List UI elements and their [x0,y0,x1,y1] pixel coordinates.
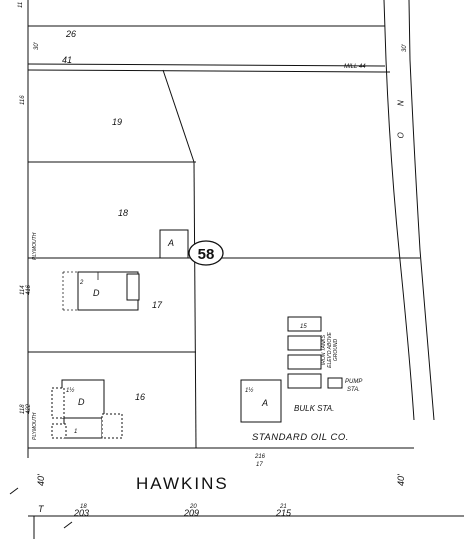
tank-note-line3: GROUND [333,339,339,362]
lot-number-41: 41 [62,55,72,65]
dimension-30-left: 30' [34,41,40,50]
bulk-station-building [240,379,282,423]
lot-number-18: 18 [118,208,128,218]
building-d-lot16 [51,379,123,439]
lot-number-16: 16 [135,392,145,402]
building-d-label: D [93,288,100,298]
lot-number-19: 19 [112,117,122,127]
lot-number-17: 17 [152,300,163,310]
story-marker-2: 2 [79,280,84,286]
house-number-114: 114 [20,285,26,295]
bottom-number-17: 17 [256,462,263,468]
bottom-number-216: 216 [254,454,266,460]
dimension-30-right: 30' [402,43,408,52]
pump-label-line1: PUMP [345,379,362,385]
bulk-building-a-label: A [261,398,268,408]
bottom-left-letter: T [38,504,45,514]
story-marker-1: 1 [74,429,77,435]
plate-number-marker: 58 [188,240,224,266]
tank-note-line2: ELEV'D ABOVE [327,331,333,367]
tank-number-15: 15 [300,324,307,330]
bottom-number-215: 215 [275,508,292,518]
pump-station-building [327,377,343,389]
pump-label-line2: STA. [347,387,360,393]
house-number-118: 118 [20,404,26,414]
lot-number-26: 26 [65,29,76,39]
story-marker-1half-a: 1½ [245,387,253,394]
building-d-lot17 [62,271,140,311]
building-a-label: A [167,238,174,248]
bulk-station-label: BULK STA. [294,404,334,413]
building-d2-label: D [78,397,85,407]
bottom-number-203: 203 [73,508,89,518]
dimension-40-left: 40' [36,474,46,486]
mill-label: MILL 44 [344,64,366,70]
dimension-11: 11 [18,2,24,8]
house-number-422: 422 [26,403,32,414]
road-letters: N O [396,100,405,150]
story-marker-1half-b: 1½ [66,387,74,394]
block-outlines [27,0,464,539]
street-plymouth-upper: PLYMOUTH [32,232,38,260]
bottom-number-209: 209 [183,508,199,518]
bottom-number-20: 20 [189,504,197,510]
iron-tanks [287,316,322,389]
company-label: STANDARD OIL CO. [252,432,349,443]
bottom-number-18: 18 [80,504,87,510]
street-plymouth-lower: PLYMOUTH [32,412,38,440]
dimension-40-right: 40' [396,474,406,486]
building-a-small [159,229,189,259]
house-number-416: 416 [26,284,32,295]
plate-number: 58 [198,246,215,263]
house-number-116: 116 [20,95,26,105]
bottom-number-21: 21 [279,504,287,510]
street-name-hawkins: HAWKINS [136,474,229,493]
tank-note-line1: IRON TANKS [321,334,327,365]
